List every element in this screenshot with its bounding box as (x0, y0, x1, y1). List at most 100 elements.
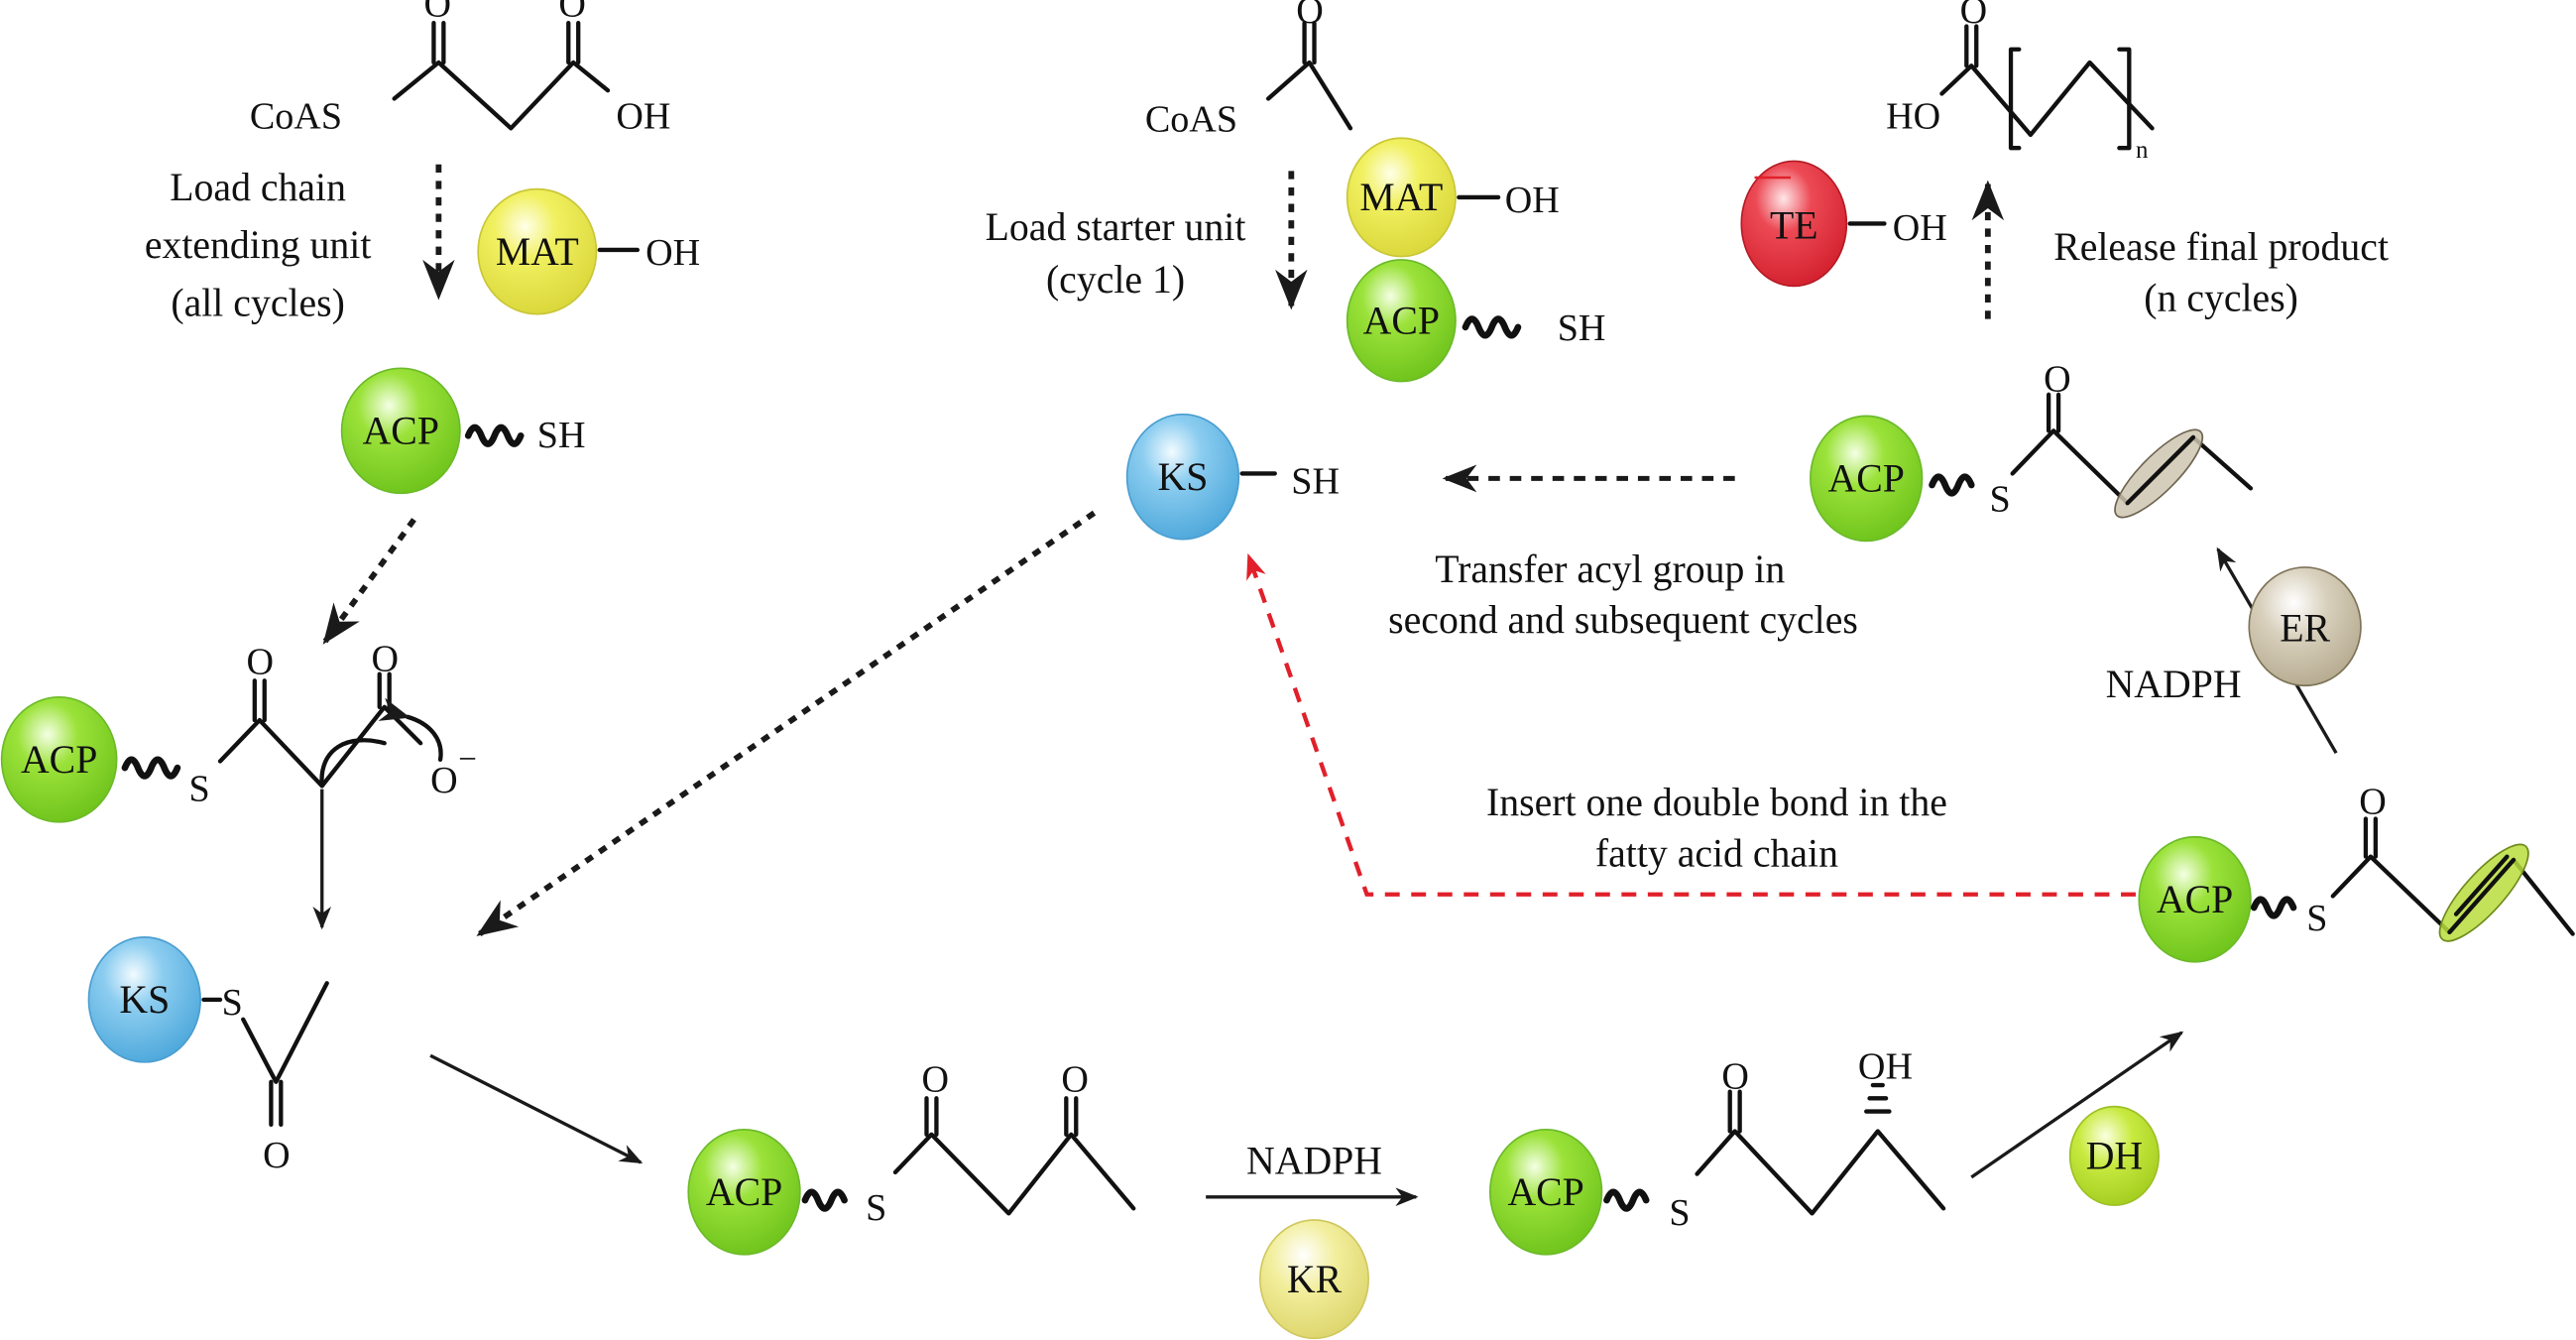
acp-tether-icon (121, 756, 181, 780)
malonyl-acp-structure: ACP S O O O − (0, 638, 477, 930)
acp-sh-center: ACP SH (1346, 259, 1606, 383)
malonyl-coa-structure: CoAS O O OH (250, 0, 671, 137)
acyl-acp-structure: ACP S O (1810, 359, 2254, 543)
release-product-label: Release final product (n cycles) (2053, 225, 2389, 319)
ks-acetyl-structure: KS S O (87, 936, 329, 1176)
carbonyl-bond (1964, 24, 1979, 68)
svg-text:CoAS: CoAS (1145, 99, 1237, 141)
curved-arrow-icon (378, 697, 443, 762)
svg-text:SH: SH (537, 415, 586, 456)
coas-label: CoAS (250, 95, 342, 137)
svg-text:O: O (247, 642, 275, 683)
svg-text:fatty acid chain: fatty acid chain (1595, 832, 1838, 876)
svg-text:MAT: MAT (1359, 176, 1443, 219)
carbonyl-bond (269, 1079, 284, 1128)
svg-text:ACP: ACP (2157, 878, 2233, 921)
load-extending-label: Load chain extending unit (all cycles) (145, 166, 372, 324)
acetyl-skeleton (241, 981, 329, 1084)
fatty-acid-skeleton (1939, 60, 2155, 138)
repeat-bracket-right (2117, 47, 2132, 151)
er-step: NADPH ER (2106, 547, 2362, 755)
repeat-bracket-left (2008, 47, 2022, 151)
svg-text:OH: OH (1893, 207, 1947, 249)
carbonyl-bond (2046, 392, 2061, 433)
double-bond (2447, 854, 2517, 935)
svg-text:ACP: ACP (21, 738, 97, 782)
svg-text:O: O (1721, 1055, 1749, 1097)
carbonyl-bond (1727, 1089, 1742, 1134)
svg-text:extending unit: extending unit (145, 223, 372, 267)
mat-enzyme-left: MAT OH (477, 187, 700, 315)
svg-text:SH: SH (1558, 307, 1606, 349)
dh-sphere (2068, 1105, 2160, 1206)
svg-text:O: O (1296, 0, 1324, 32)
mat-sphere (477, 187, 598, 315)
svg-text:DH: DH (2086, 1135, 2143, 1178)
svg-text:S: S (222, 982, 243, 1024)
kr-sphere (1259, 1219, 1370, 1340)
acp-sphere (687, 1128, 801, 1256)
dh-step: DH (1970, 1031, 2184, 1206)
svg-text:Release final product: Release final product (2053, 225, 2389, 269)
te-sphere (1740, 160, 1848, 288)
ks-to-acetyl-arrow (476, 510, 1097, 936)
hashed-wedge-bond (1864, 1082, 1892, 1114)
svg-text:OH: OH (1505, 180, 1560, 221)
condensation-arrow (429, 1053, 644, 1164)
svg-text:O: O (1061, 1059, 1089, 1101)
svg-text:S: S (866, 1187, 886, 1229)
svg-text:MAT: MAT (496, 230, 579, 274)
svg-text:KR: KR (1287, 1258, 1343, 1301)
svg-text:KS: KS (119, 978, 170, 1022)
svg-text:ACP: ACP (1363, 299, 1440, 342)
svg-text:ER: ER (2280, 606, 2330, 650)
svg-text:S: S (1669, 1192, 1690, 1234)
carbonyl-bond (2363, 816, 2379, 859)
load-starter-label: Load starter unit (cycle 1) (986, 205, 1246, 302)
svg-text:ACP: ACP (1828, 457, 1905, 501)
svg-text:Load chain: Load chain (170, 166, 346, 209)
svg-text:ACP: ACP (706, 1170, 782, 1214)
oxygen-2: O (558, 0, 586, 26)
acp-sh-left: ACP SH (340, 367, 586, 495)
acp-sphere (340, 367, 461, 495)
carbonyl-bond (924, 1096, 939, 1137)
svg-text:KS: KS (1158, 455, 1209, 499)
acp-tether-icon (1603, 1188, 1650, 1212)
fatty-acid-product-structure: HO O n (1886, 0, 2155, 164)
carbonyl-bond (1064, 1096, 1079, 1137)
transfer-acyl-label: Transfer acyl group in second and subseq… (1388, 548, 1858, 642)
acp-tether-icon (1929, 473, 1975, 497)
electron-push-arrow (319, 738, 387, 789)
enoyl-acp-structure: ACP S O (2138, 782, 2575, 963)
insert-double-bond-arrow (1246, 552, 2136, 897)
acp-sphere (1488, 1128, 1603, 1256)
svg-text:O: O (922, 1059, 950, 1101)
nadph-label: NADPH (2106, 663, 2242, 706)
dh-arrow (1970, 1031, 2184, 1179)
insert-double-bond-label: Insert one double bond in the fatty acid… (1486, 781, 1947, 875)
svg-text:(n cycles): (n cycles) (2144, 276, 2298, 319)
malonyl-skeleton (392, 60, 611, 131)
acp-sphere (1810, 415, 1924, 543)
svg-text:ACP: ACP (1507, 1170, 1583, 1214)
hydroxyacyl-acp-structure: ACP S O OH (1488, 1045, 1946, 1256)
acp-sphere (2138, 835, 2252, 963)
mat-enzyme-center: MAT OH (1346, 137, 1560, 258)
carbonyl-bond-2 (566, 21, 581, 65)
ks-sh-structure: KS SH (1125, 413, 1340, 541)
acp-tether-icon (801, 1188, 848, 1212)
svg-text:Insert one double bond in the: Insert one double bond in the (1486, 781, 1947, 824)
ks-sphere (87, 936, 201, 1063)
carbonyl-bond (1302, 21, 1317, 65)
acp-to-malonyl-arrow (322, 518, 416, 645)
oxygen-1: O (423, 0, 451, 26)
svg-text:ACP: ACP (363, 410, 439, 453)
er-sphere (2248, 566, 2362, 687)
te-enzyme: TE OH (1740, 160, 1947, 288)
acp-tether-icon (1462, 315, 1522, 339)
ks-sphere (1125, 413, 1240, 541)
svg-text:SH: SH (1291, 460, 1340, 502)
svg-text:Load starter unit: Load starter unit (986, 205, 1246, 249)
